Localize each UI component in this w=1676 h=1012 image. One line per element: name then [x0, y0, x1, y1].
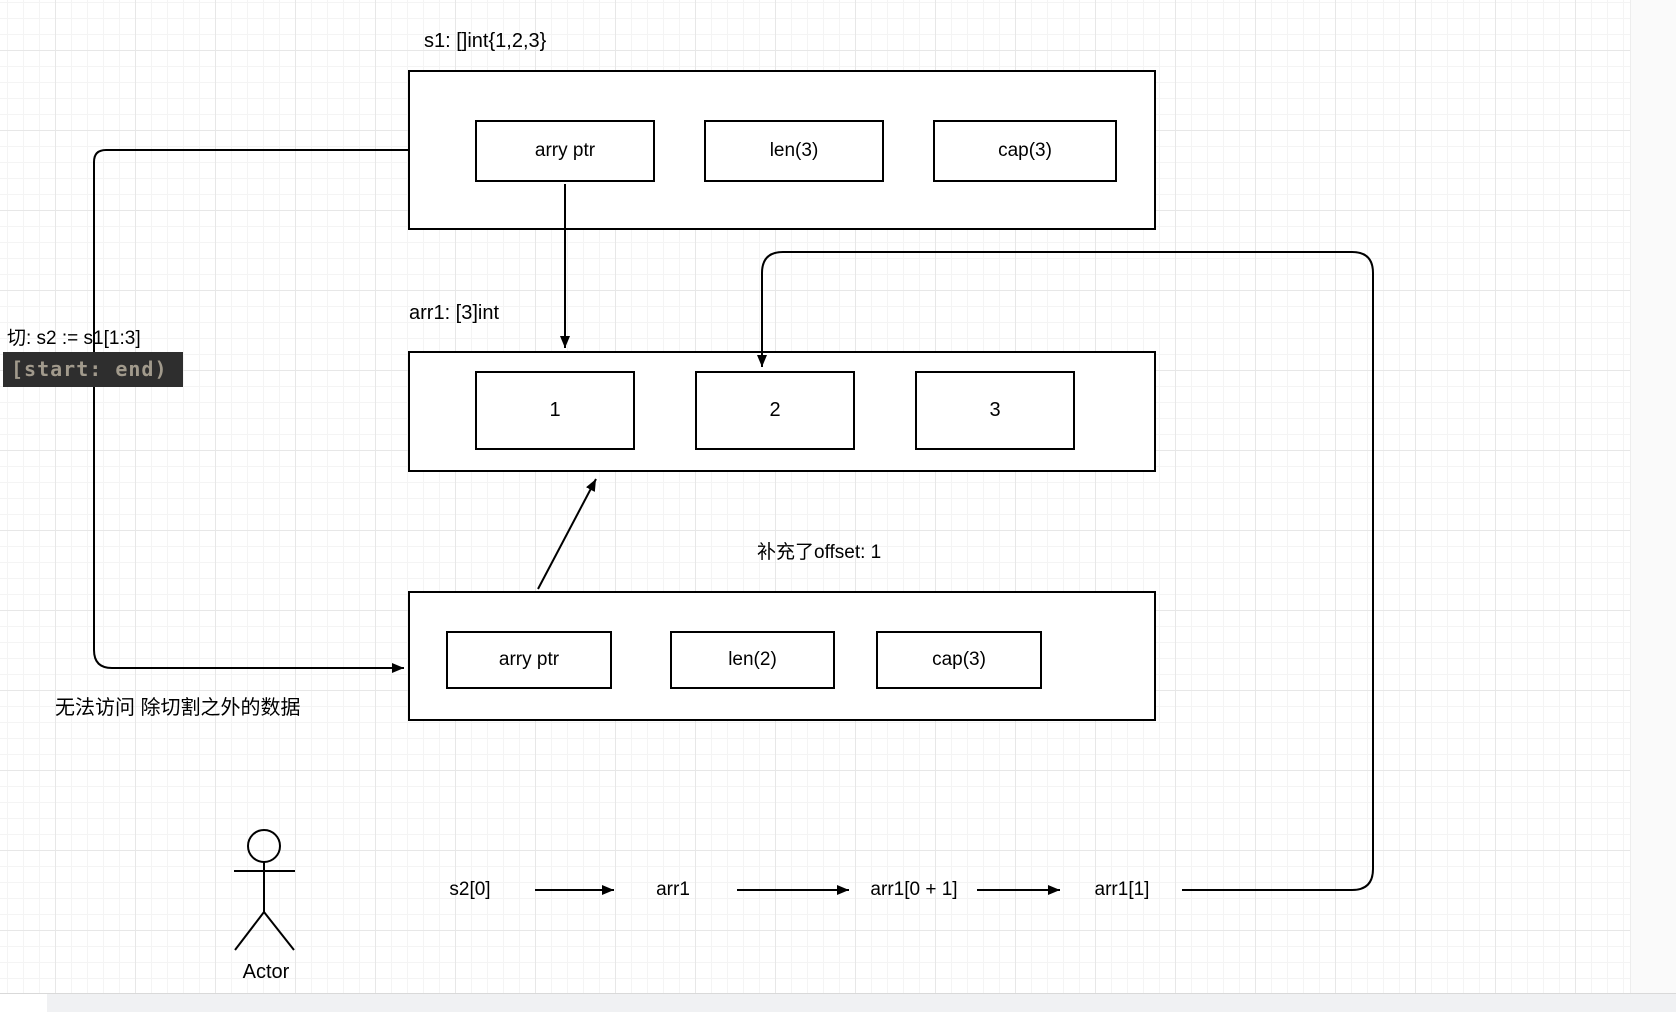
arr1-cell-3[interactable]: 3 [915, 371, 1075, 450]
flow-step-arr1-0plus1[interactable]: arr1[0 + 1] [870, 879, 958, 900]
no-access-note[interactable]: 无法访问 除切割之外的数据 [55, 697, 301, 719]
actor-label[interactable]: Actor [242, 961, 290, 983]
scroll-gutter-corner [0, 994, 47, 1012]
s2-offset-label[interactable]: 补充了offset: 1 [757, 542, 882, 563]
arrow-s2-ptr-to-arr1[interactable] [537, 478, 597, 590]
s1-cap-cell[interactable]: cap(3) [933, 120, 1117, 182]
s2-struct-box[interactable]: arry ptr len(2) cap(3) [408, 591, 1156, 721]
s1-title[interactable]: s1: []int{1,2,3} [424, 30, 547, 52]
actor-right-leg [263, 911, 295, 951]
flow-step-arr1[interactable]: arr1 [656, 879, 690, 900]
flow-step-s2-0[interactable]: s2[0] [449, 879, 491, 900]
s2-cap-cell[interactable]: cap(3) [876, 631, 1042, 689]
s1-arryptr-cell[interactable]: arry ptr [475, 120, 655, 182]
horizontal-scroll-gutter[interactable] [0, 993, 1676, 1012]
vertical-scroll-gutter[interactable] [1630, 0, 1676, 993]
flow-step-arr1-1[interactable]: arr1[1] [1094, 879, 1150, 900]
arrow-s1-to-s2-header[interactable] [93, 149, 408, 673]
arr1-title[interactable]: arr1: [3]int [409, 302, 500, 324]
s2-len-cell[interactable]: len(2) [670, 631, 835, 689]
arr1-cell-2[interactable]: 2 [695, 371, 855, 450]
actor-left-leg [234, 911, 265, 951]
actor-figure-icon[interactable] [234, 829, 295, 951]
s1-len-cell[interactable]: len(3) [704, 120, 884, 182]
range-notation-badge[interactable]: [start: end) [3, 352, 183, 387]
arrow-arr1-1-loop-to-cell2[interactable] [757, 251, 1374, 891]
arr1-cell-1[interactable]: 1 [475, 371, 635, 450]
slice-expression-label[interactable]: 切: s2 := s1[1:3] [7, 328, 141, 349]
s1-struct-box[interactable]: arry ptr len(3) cap(3) [408, 70, 1156, 230]
s2-arryptr-cell[interactable]: arry ptr [446, 631, 612, 689]
actor-head [247, 829, 281, 863]
arr1-array-box[interactable]: 1 2 3 [408, 351, 1156, 472]
